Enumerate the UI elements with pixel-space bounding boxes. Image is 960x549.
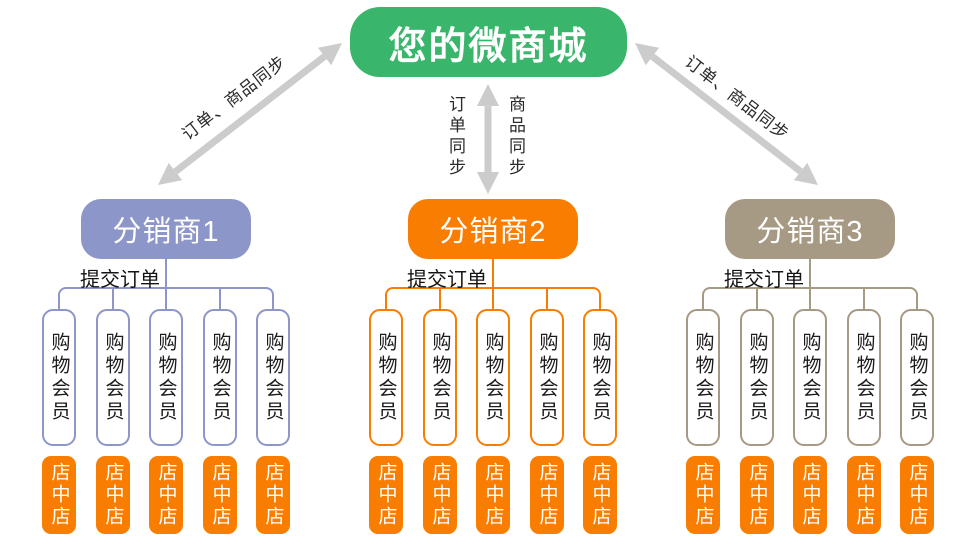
store-box: 店中店	[369, 456, 403, 534]
member-box: 购物会员	[96, 309, 130, 446]
store-box: 店中店	[42, 456, 76, 534]
distributor-group-1: 分销商1 提交订单 购物会员 购物会员 购物会员 购物会员 购物会员 店中店 店…	[42, 199, 290, 534]
distributor-box-1: 分销商1	[81, 199, 251, 259]
store-box: 店中店	[900, 456, 934, 534]
connector-trunk	[492, 258, 494, 288]
member-box: 购物会员	[530, 309, 564, 446]
store-box: 店中店	[847, 456, 881, 534]
distributor-group-2: 分销商2 提交订单 购物会员 购物会员 购物会员 购物会员 购物会员 店中店 店…	[369, 199, 617, 534]
store-label: 店中店	[536, 462, 558, 528]
connector-stub	[165, 287, 167, 309]
sync-arrow-left	[158, 43, 342, 185]
member-label: 购物会员	[536, 331, 558, 424]
sync-label-right: 订单、商品同步	[681, 52, 793, 145]
member-label: 购物会员	[48, 331, 70, 424]
store-box: 店中店	[740, 456, 774, 534]
store-label: 店中店	[429, 462, 451, 528]
store-label: 店中店	[799, 462, 821, 528]
store-label: 店中店	[209, 462, 231, 528]
store-label: 店中店	[262, 462, 284, 528]
store-label: 店中店	[482, 462, 504, 528]
member-label: 购物会员	[692, 331, 714, 424]
store-box: 店中店	[530, 456, 564, 534]
submit-order-label: 提交订单	[80, 269, 160, 291]
connector-trunk	[809, 258, 811, 288]
member-box: 购物会员	[900, 309, 934, 446]
store-box: 店中店	[686, 456, 720, 534]
store-label: 店中店	[906, 462, 928, 528]
sync-label-left: 订单、商品同步	[178, 52, 290, 145]
member-label: 购物会员	[853, 331, 875, 424]
submit-order-label: 提交订单	[407, 269, 487, 291]
member-label: 购物会员	[375, 331, 397, 424]
member-label: 购物会员	[209, 331, 231, 424]
member-box: 购物会员	[149, 309, 183, 446]
sync-arrow-center	[477, 84, 499, 194]
store-label: 店中店	[692, 462, 714, 528]
member-box: 购物会员	[686, 309, 720, 446]
member-box: 购物会员	[423, 309, 457, 446]
connector-stub	[492, 287, 494, 309]
connector-stub	[439, 287, 441, 309]
connector-stub	[546, 287, 548, 309]
member-box: 购物会员	[256, 309, 290, 446]
sync-arrow-right	[635, 43, 818, 185]
store-label: 店中店	[102, 462, 124, 528]
store-box: 店中店	[256, 456, 290, 534]
member-box: 购物会员	[583, 309, 617, 446]
member-label: 购物会员	[482, 331, 504, 424]
store-label: 店中店	[155, 462, 177, 528]
mall-title-box: 您的微商城	[350, 7, 627, 77]
connector-stub	[112, 287, 114, 309]
connector-stub	[756, 287, 758, 309]
member-label: 购物会员	[906, 331, 928, 424]
store-box: 店中店	[793, 456, 827, 534]
store-box: 店中店	[423, 456, 457, 534]
store-label: 店中店	[375, 462, 397, 528]
distributor-group-3: 分销商3 提交订单 购物会员 购物会员 购物会员 购物会员 购物会员 店中店 店…	[686, 199, 934, 534]
store-label: 店中店	[853, 462, 875, 528]
connector-stub	[219, 287, 221, 309]
store-box: 店中店	[583, 456, 617, 534]
member-label: 购物会员	[589, 331, 611, 424]
member-label: 购物会员	[102, 331, 124, 424]
member-label: 购物会员	[155, 331, 177, 424]
member-box: 购物会员	[369, 309, 403, 446]
member-label: 购物会员	[429, 331, 451, 424]
member-box: 购物会员	[847, 309, 881, 446]
member-box: 购物会员	[42, 309, 76, 446]
distributor-box-3: 分销商3	[725, 199, 895, 259]
distributor-box-2: 分销商2	[408, 199, 578, 259]
connector-trunk	[165, 258, 167, 288]
store-label: 店中店	[746, 462, 768, 528]
sync-label-order-sync: 订单同步	[446, 95, 465, 179]
connector-stub	[863, 287, 865, 309]
member-box: 购物会员	[793, 309, 827, 446]
member-box: 购物会员	[740, 309, 774, 446]
member-box: 购物会员	[203, 309, 237, 446]
sync-label-product-sync: 商品同步	[506, 95, 525, 179]
store-box: 店中店	[203, 456, 237, 534]
connector-stub	[809, 287, 811, 309]
store-label: 店中店	[589, 462, 611, 528]
submit-order-label: 提交订单	[724, 269, 804, 291]
member-label: 购物会员	[262, 331, 284, 424]
store-box: 店中店	[149, 456, 183, 534]
store-box: 店中店	[476, 456, 510, 534]
member-label: 购物会员	[746, 331, 768, 424]
member-box: 购物会员	[476, 309, 510, 446]
store-box: 店中店	[96, 456, 130, 534]
store-label: 店中店	[48, 462, 70, 528]
member-label: 购物会员	[799, 331, 821, 424]
